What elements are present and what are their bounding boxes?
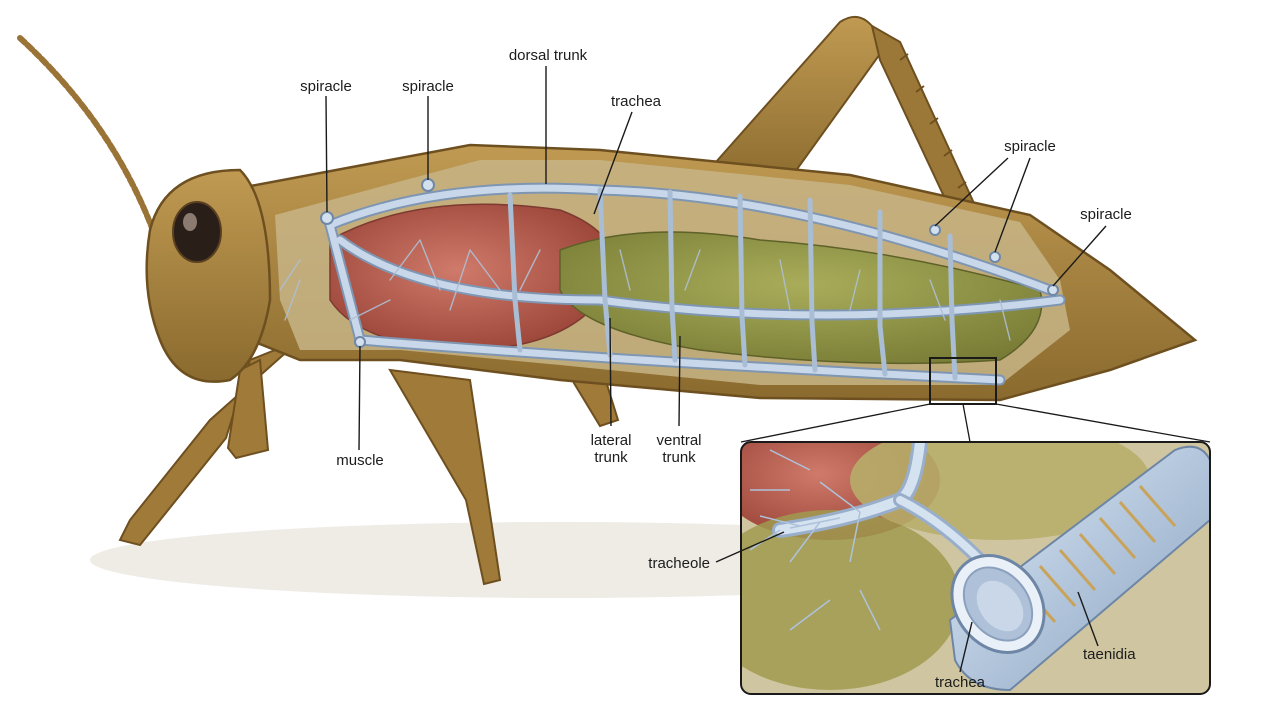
label-lateral-trunk: lateral trunk xyxy=(576,432,646,466)
label-spiracle-1: spiracle xyxy=(300,78,352,95)
label-trachea: trachea xyxy=(611,93,661,110)
head xyxy=(147,170,270,382)
label-spiracle-4: spiracle xyxy=(1080,206,1132,223)
label-spiracle-3: spiracle xyxy=(1004,138,1056,155)
label-tracheole: tracheole xyxy=(648,555,710,572)
label-trachea-inset: trachea xyxy=(935,674,985,691)
label-taenidia: taenidia xyxy=(1083,646,1136,663)
label-ventral-trunk: ventral trunk xyxy=(644,432,714,466)
label-dorsal-trunk: dorsal trunk xyxy=(509,47,587,64)
label-muscle: muscle xyxy=(336,452,384,469)
magnify-connector xyxy=(741,404,1210,442)
compound-eye xyxy=(173,202,221,262)
label-spiracle-2: spiracle xyxy=(402,78,454,95)
antenna xyxy=(20,38,160,250)
